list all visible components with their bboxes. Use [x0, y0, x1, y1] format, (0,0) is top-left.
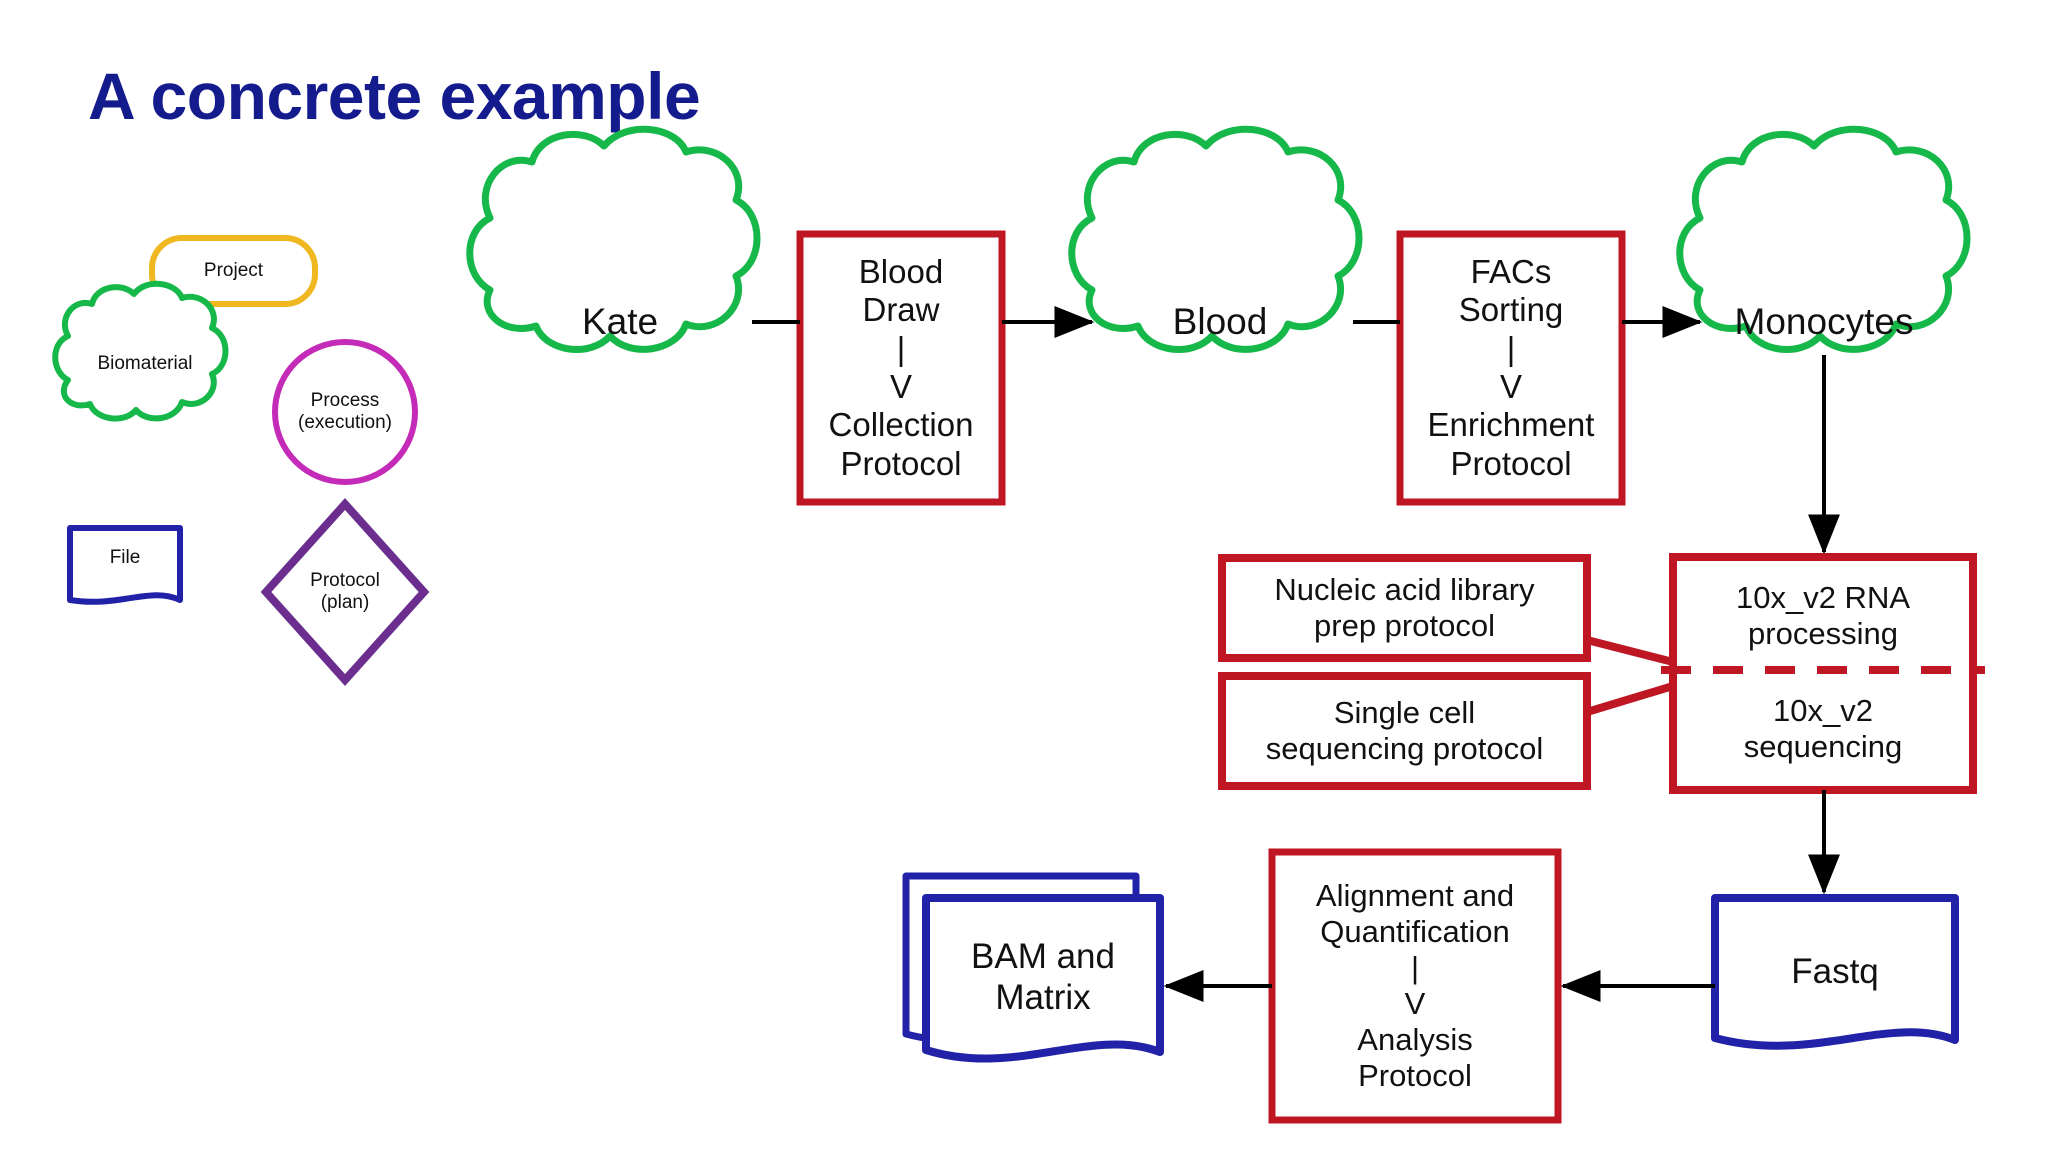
link-na-lib-prep-to-tenx-rna	[1586, 636, 1674, 666]
node-shape-alignment	[1268, 848, 1562, 1124]
node-shape-na-lib-prep	[1218, 554, 1591, 662]
legend-shape-file	[67, 525, 183, 605]
node-shape-kate	[466, 125, 761, 353]
node-shape-bam-matrix-front	[922, 894, 1164, 1063]
node-shape-facs	[1396, 230, 1626, 506]
node-shape-blood-draw	[796, 230, 1006, 506]
node-shape-sc-seq	[1218, 672, 1591, 790]
node-shape-fastq	[1711, 894, 1959, 1050]
legend-shape-protocol	[260, 498, 430, 686]
page-title: A concrete example	[88, 59, 701, 133]
legend-shape-process	[272, 339, 418, 485]
node-shape-blood	[1068, 125, 1363, 353]
link-sc-seq-to-tenx-seq	[1585, 682, 1675, 716]
legend-shape-project	[149, 235, 318, 307]
legend-shape-biomaterial	[52, 280, 229, 422]
node-shape-monocytes	[1676, 125, 1971, 353]
